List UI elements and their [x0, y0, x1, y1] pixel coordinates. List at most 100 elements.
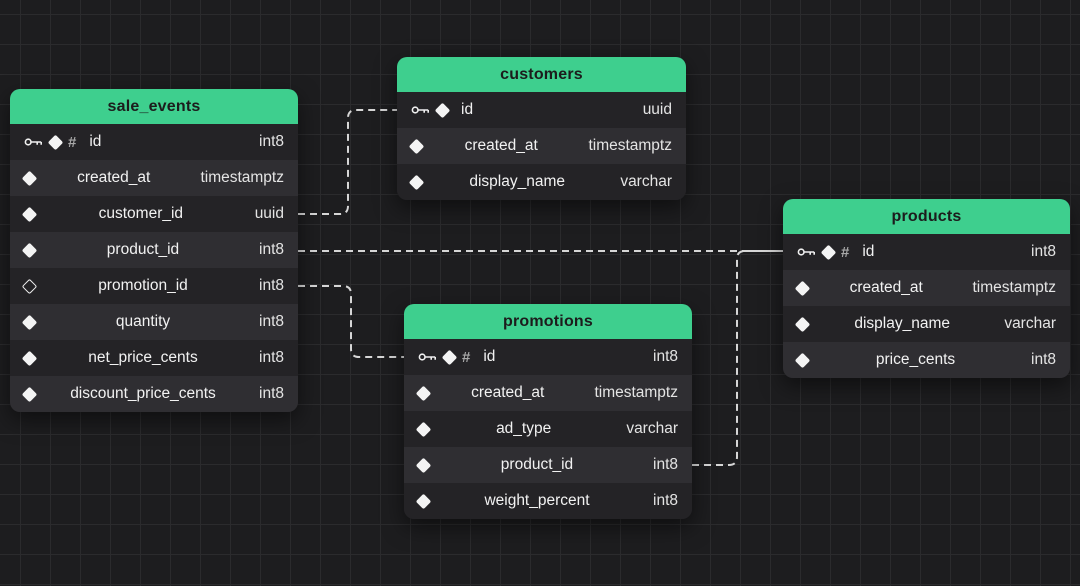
column-type: int8: [259, 277, 284, 294]
column-type: int8: [259, 133, 284, 150]
column-icons: #: [797, 243, 850, 261]
primary-key-icon: [418, 351, 437, 363]
column-icons: [794, 316, 811, 332]
column-name: price_cents: [875, 351, 956, 368]
column-type: timestamptz: [972, 279, 1056, 296]
table-header-promotions[interactable]: promotions: [404, 304, 692, 339]
column-row-products-display_name: display_name varchar: [783, 306, 1070, 342]
not-null-diamond-icon: [441, 349, 458, 365]
column-icons: [415, 457, 432, 473]
column-name: id: [89, 133, 102, 150]
column-name: created_at: [464, 137, 538, 154]
column-icons: [21, 278, 38, 294]
column-row-promotions-product_id: product_id int8: [404, 447, 692, 483]
column-name: id: [461, 101, 474, 118]
column-icons: [415, 493, 432, 509]
column-type: int8: [259, 385, 284, 402]
column-row-products-created_at: created_at timestamptz: [783, 270, 1070, 306]
column-row-sale_events-customer_id: customer_id uuid: [10, 196, 298, 232]
column-name: created_at: [471, 384, 545, 401]
column-row-customers-id: id uuid: [397, 92, 686, 128]
relationship-line promotions.product_id -> products.id: [692, 250, 783, 466]
table-header-sale_events[interactable]: sale_events: [10, 89, 298, 124]
column-row-promotions-id: # id int8: [404, 339, 692, 375]
column-icons: #: [418, 348, 471, 366]
primary-key-icon: [411, 104, 430, 116]
column-row-sale_events-quantity: quantity int8: [10, 304, 298, 340]
column-type: int8: [259, 313, 284, 330]
column-row-products-price_cents: price_cents int8: [783, 342, 1070, 378]
column-type: int8: [259, 241, 284, 258]
column-icons: [21, 314, 38, 330]
primary-key-icon: [24, 136, 43, 148]
column-type: varchar: [620, 173, 672, 190]
number-type-hash-icon: #: [68, 133, 77, 151]
number-type-hash-icon: #: [841, 243, 850, 261]
not-null-diamond-icon: [820, 244, 837, 260]
column-type: timestamptz: [200, 169, 284, 186]
relationship-line sale_events.promotion_id -> promotions.id: [298, 285, 404, 358]
column-name: display_name: [469, 173, 565, 190]
column-type: timestamptz: [588, 137, 672, 154]
column-type: int8: [653, 348, 678, 365]
table-node-customers[interactable]: customers id uuid created_at timestamptz disp…: [397, 57, 686, 200]
column-icons: #: [24, 133, 77, 151]
column-row-customers-created_at: created_at timestamptz: [397, 128, 686, 164]
column-row-sale_events-id: # id int8: [10, 124, 298, 160]
column-row-sale_events-promotion_id: promotion_id int8: [10, 268, 298, 304]
column-icons: [411, 102, 451, 118]
column-row-sale_events-created_at: created_at timestamptz: [10, 160, 298, 196]
column-row-sale_events-discount_price_cents: discount_price_cents int8: [10, 376, 298, 412]
column-type: int8: [653, 456, 678, 473]
column-name: customer_id: [98, 205, 184, 222]
column-type: int8: [1031, 351, 1056, 368]
primary-key-icon: [797, 246, 816, 258]
column-icons: [415, 421, 432, 437]
column-name: weight_percent: [484, 492, 590, 509]
column-icons: [21, 206, 38, 222]
column-name: quantity: [115, 313, 171, 330]
table-header-products[interactable]: products: [783, 199, 1070, 234]
column-name: id: [483, 348, 496, 365]
column-icons: [408, 174, 425, 190]
column-name: net_price_cents: [88, 349, 198, 366]
column-name: created_at: [77, 169, 151, 186]
column-name: created_at: [849, 279, 923, 296]
column-row-sale_events-product_id: product_id int8: [10, 232, 298, 268]
table-node-products[interactable]: products # id int8 created_at timestamptz disp…: [783, 199, 1070, 378]
column-icons: [794, 352, 811, 368]
table-node-promotions[interactable]: promotions # id int8 created_at timestamptz ad…: [404, 304, 692, 519]
number-type-hash-icon: #: [462, 348, 471, 366]
column-name: discount_price_cents: [70, 385, 216, 402]
column-icons: [21, 170, 38, 186]
column-type: uuid: [254, 205, 284, 222]
column-icons: [21, 386, 38, 402]
column-type: uuid: [642, 101, 672, 118]
column-icons: [794, 280, 811, 296]
not-null-diamond-icon: [47, 134, 64, 150]
column-name: id: [862, 243, 875, 260]
column-name: display_name: [854, 315, 950, 332]
column-row-promotions-created_at: created_at timestamptz: [404, 375, 692, 411]
column-type: varchar: [1004, 315, 1056, 332]
column-icons: [21, 350, 38, 366]
column-row-customers-display_name: display_name varchar: [397, 164, 686, 200]
column-name: product_id: [106, 241, 180, 258]
column-type: timestamptz: [594, 384, 678, 401]
relationship-line sale_events.customer_id -> customers.id: [298, 109, 397, 215]
column-icons: [408, 138, 425, 154]
column-type: varchar: [626, 420, 678, 437]
column-row-promotions-ad_type: ad_type varchar: [404, 411, 692, 447]
column-name: ad_type: [496, 420, 552, 437]
column-icons: [21, 242, 38, 258]
column-icons: [415, 385, 432, 401]
table-header-customers[interactable]: customers: [397, 57, 686, 92]
column-name: promotion_id: [98, 277, 188, 294]
column-name: product_id: [500, 456, 574, 473]
